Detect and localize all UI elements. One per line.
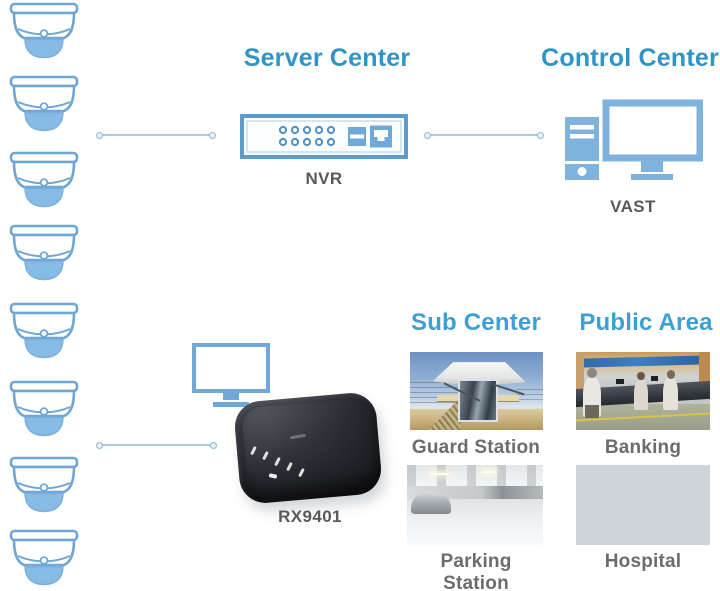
nvr-label: NVR	[305, 169, 343, 188]
vast-label: VAST	[610, 197, 656, 216]
public-area-heading: Public Area	[579, 309, 713, 336]
rx9401-label: RX9401	[278, 507, 342, 526]
dome-camera-icon	[9, 224, 79, 281]
dome-camera-icon	[9, 2, 79, 59]
connector-cameras-to-receiver	[96, 441, 217, 449]
photo-light	[481, 470, 496, 473]
nvr-ethernet-port-icon	[370, 125, 392, 148]
nvr-recorder-icon	[240, 114, 408, 159]
sub-center-heading: Sub Center	[410, 309, 541, 336]
dome-camera-5	[7, 302, 81, 359]
pc-monitor	[602, 99, 703, 162]
monitor-icon	[192, 343, 270, 407]
desktop-computer-icon	[565, 99, 703, 180]
banking-photo	[576, 352, 710, 430]
dome-camera-3	[7, 151, 81, 208]
photo-ceiling-beams	[407, 465, 543, 486]
dome-camera-8	[7, 529, 81, 586]
server-center-heading: Server Center	[243, 44, 411, 72]
dome-camera-icon	[9, 151, 79, 208]
banking-caption: Banking	[604, 437, 682, 458]
photo-person-head	[587, 367, 598, 378]
photo-ceiling	[407, 465, 543, 488]
parking-station-caption: Parking Station	[440, 551, 512, 591]
hospital-caption: Hospital	[604, 551, 682, 572]
dome-camera-icon	[9, 529, 79, 586]
guard-station-photo	[410, 352, 543, 430]
photo-person-head	[637, 371, 646, 381]
photo-person	[633, 378, 649, 410]
dome-camera-7	[7, 456, 81, 513]
photo-person	[663, 376, 678, 411]
photo-terminal	[616, 378, 625, 384]
nvr-disk-bay-icon	[348, 127, 366, 146]
photo-person	[584, 405, 600, 418]
dome-camera-2	[7, 75, 81, 132]
photo-light	[431, 473, 448, 476]
photo-pillar	[576, 352, 585, 401]
connector-cameras-to-nvr	[96, 131, 216, 139]
guard-station-caption: Guard Station	[411, 437, 541, 458]
photo-roof	[432, 362, 526, 384]
nvr-led-dots	[278, 125, 336, 147]
photo-silver-car	[411, 492, 451, 514]
control-center-heading: Control Center	[541, 44, 719, 72]
photo-terminal	[651, 376, 658, 381]
connector-nvr-to-control	[424, 131, 544, 139]
dome-camera-1	[7, 2, 81, 59]
photo-black-car	[445, 490, 491, 515]
dome-camera-icon	[9, 302, 79, 359]
hospital-photo	[576, 465, 710, 545]
photo-person-head	[666, 369, 675, 379]
parking-station-photo	[407, 465, 543, 545]
photo-pillar	[699, 352, 710, 393]
dome-camera-icon	[9, 380, 79, 437]
dome-camera-icon	[9, 456, 79, 513]
dome-camera-4	[7, 224, 81, 281]
dome-camera-6	[7, 380, 81, 437]
dome-camera-icon	[9, 75, 79, 132]
